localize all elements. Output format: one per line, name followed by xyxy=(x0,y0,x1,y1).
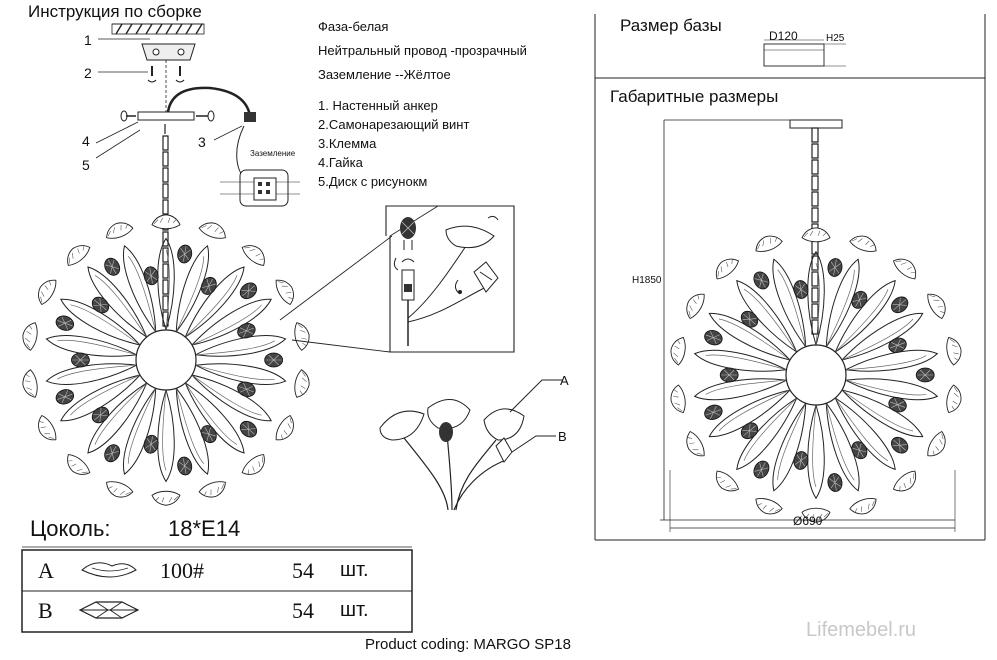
wiring-line-2: Нейтральный провод -прозрачный xyxy=(318,43,527,58)
detail-label-a: A xyxy=(560,373,569,388)
terminal-ground-label: Заземление xyxy=(250,149,296,158)
chandelier-arm xyxy=(175,218,230,334)
chandelier-arm xyxy=(184,239,271,339)
bulb-detail-callout xyxy=(279,205,515,353)
callout-4: 4 xyxy=(82,133,90,149)
chandelier-arm xyxy=(825,401,880,519)
chandelier-arm xyxy=(843,378,964,415)
chandelier-arm xyxy=(840,288,951,361)
chandelier-arm xyxy=(20,313,139,357)
part-item-1: 1. Настенный анкер xyxy=(318,98,438,113)
base-size-title: Размер базы xyxy=(620,16,722,35)
row-unit: шт. xyxy=(340,599,369,621)
detail-label-b: B xyxy=(558,429,567,444)
chandelier-arm xyxy=(190,274,300,346)
socket-label: Цоколь: xyxy=(30,516,111,541)
row-code: 100# xyxy=(160,558,204,583)
terminal-block xyxy=(220,125,300,207)
wiring-line-1: Фаза-белая xyxy=(318,19,389,34)
callout-2: 2 xyxy=(84,65,92,81)
chandelier-arm xyxy=(151,214,194,332)
overall-diameter: Ø690 xyxy=(793,514,823,528)
chandelier-arm xyxy=(142,388,181,506)
chandelier-arm xyxy=(668,327,789,372)
chandelier-arm xyxy=(752,231,810,349)
chandelier-arm xyxy=(32,274,142,346)
row-qty: 54 xyxy=(292,558,314,583)
chandelier-arm xyxy=(825,231,880,349)
part-item-4: 4.Гайка xyxy=(318,155,363,170)
chandelier-arm xyxy=(710,252,798,354)
ceiling-mount xyxy=(95,23,256,159)
chandelier-arm xyxy=(20,352,139,400)
chandelier-arm xyxy=(61,381,148,481)
chandelier-arm xyxy=(843,335,964,383)
chandelier-arm xyxy=(190,374,300,446)
chandelier-arm xyxy=(681,389,792,462)
product-coding: Product coding: MARGO SP18 xyxy=(365,636,571,653)
chandelier-arm xyxy=(681,288,792,361)
chandelier-arm xyxy=(801,227,844,347)
base-diameter: D120 xyxy=(769,29,798,43)
base-height: H25 xyxy=(826,33,845,44)
right-panel-frame xyxy=(594,14,986,541)
callout-3: 3 xyxy=(198,134,206,150)
part-item-2: 2.Самонарезающий винт xyxy=(318,117,470,132)
chandelier-arm xyxy=(668,367,789,415)
chandelier-arm xyxy=(193,320,312,368)
wiring-line-3: Заземление --Жёлтое xyxy=(318,67,451,82)
chandelier-arm xyxy=(184,381,271,481)
branch-detail xyxy=(379,379,562,511)
chandelier-arm xyxy=(750,401,807,519)
chandelier-arm xyxy=(834,252,922,354)
row-letter: A xyxy=(38,558,54,583)
chandelier-arm xyxy=(32,374,142,446)
chandelier-arm xyxy=(840,389,951,462)
row-qty: 54 xyxy=(292,598,314,623)
chandelier-front-view xyxy=(20,214,312,506)
parts-table-grid xyxy=(21,546,413,633)
chandelier-arm xyxy=(61,239,148,339)
overall-dimensions-drawing xyxy=(660,119,964,532)
chandelier-arm xyxy=(710,396,798,498)
page-title: Инструкция по сборке xyxy=(28,2,202,21)
row-unit: шт. xyxy=(340,559,369,581)
chandelier-arm xyxy=(102,218,160,334)
part-item-3: 3.Клемма xyxy=(318,136,377,151)
socket-value: 18*E14 xyxy=(168,516,241,541)
overall-height: H1850 xyxy=(632,275,662,286)
chandelier-arm xyxy=(101,386,157,502)
chandelier-arm xyxy=(193,363,312,400)
chandelier-arm xyxy=(175,386,230,502)
watermark: Lifemebel.ru xyxy=(806,619,917,641)
chandelier-arm xyxy=(834,396,922,498)
callout-1: 1 xyxy=(84,32,92,48)
part-item-5: 5.Диск с рисунокм xyxy=(318,174,428,189)
chandelier-arm xyxy=(792,403,831,523)
callout-5: 5 xyxy=(82,157,90,173)
row-letter: B xyxy=(38,598,53,623)
overall-size-title: Габаритные размеры xyxy=(610,87,779,106)
